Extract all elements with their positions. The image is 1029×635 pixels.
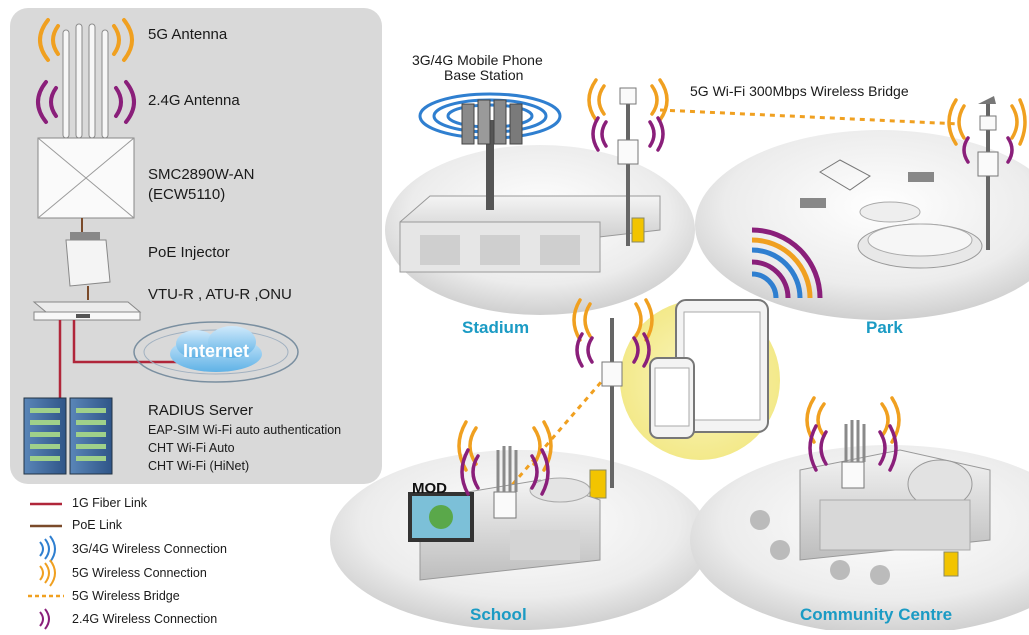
site-label-stadium: Stadium — [462, 318, 530, 337]
community-antennas-icon — [844, 420, 866, 462]
5g-antenna-label: 5G Antenna — [148, 26, 228, 43]
park-fountain-icon — [800, 159, 983, 269]
cht-wifi-hinet-label: CHT Wi-Fi (HiNet) — [148, 459, 250, 473]
vtu-router-icon — [32, 301, 142, 321]
24g-antenna-label: 2.4G Antenna — [148, 92, 240, 109]
stadium-building-icon — [399, 195, 661, 273]
school-ap-icon — [493, 491, 517, 519]
community-ap-icon — [841, 461, 865, 489]
model-code-label: (ECW5110) — [148, 186, 226, 203]
5g-antenna-waves-icon — [38, 18, 134, 62]
legend-poe-label: PoE Link — [72, 518, 123, 532]
legend-5g-label: 5G Wireless Connection — [72, 566, 207, 580]
park-wifi-waves-icon — [947, 98, 1027, 164]
site-label-school: School — [470, 605, 527, 624]
site-label-community-centre: Community Centre — [800, 605, 953, 624]
middle-pole — [610, 318, 614, 488]
radius-server-icon — [23, 397, 113, 475]
poe-injector-label: PoE Injector — [148, 244, 230, 261]
middle-ap-icon — [601, 361, 623, 387]
middle-wifi-waves-icon — [572, 298, 654, 368]
tablet-icon — [675, 299, 769, 433]
base-station-label-line1: 3G/4G Mobile Phone — [412, 52, 543, 68]
model-label: SMC2890W-AN — [148, 166, 255, 183]
site-label-park: Park — [866, 318, 903, 337]
access-point-icon — [37, 137, 135, 219]
internet-cloud-icon — [133, 321, 299, 383]
community-cabinet-icon — [943, 551, 959, 577]
poe-injector-icon — [65, 232, 111, 287]
vtu-label: VTU-R , ATU-R ,ONU — [148, 286, 292, 303]
legend-bridge-label: 5G Wireless Bridge — [72, 589, 180, 603]
legend-5g-waves-icon — [39, 559, 56, 587]
stadium-cabinet-icon — [631, 217, 645, 243]
legend-cellular-label: 3G/4G Wireless Connection — [72, 542, 227, 556]
base-station-label-line2: Base Station — [444, 67, 524, 83]
stadium-wifi-waves-icon — [587, 78, 669, 152]
mod-screen-icon — [408, 492, 474, 542]
stadium-ap-icon — [617, 139, 639, 165]
internet-label: Internet — [183, 341, 250, 361]
stadium-pole — [626, 96, 630, 246]
cht-wifi-auto-label: CHT Wi-Fi Auto — [148, 441, 235, 455]
fiber-link-line — [72, 320, 178, 364]
antenna-rods-icon — [62, 23, 109, 139]
middle-cabinet-icon — [589, 469, 607, 499]
legend-24g-waves-icon — [39, 608, 50, 630]
phone-icon — [649, 357, 695, 439]
mod-label: MOD — [412, 480, 447, 497]
eap-sim-label: EAP-SIM Wi-Fi auto authentication — [148, 423, 342, 437]
legend-fiber-label: 1G Fiber Link — [72, 496, 148, 510]
school-wifi-waves-icon — [457, 420, 553, 496]
device-wifi-waves-icon — [751, 227, 823, 299]
24g-antenna-waves-icon — [36, 80, 136, 124]
community-wifi-waves-icon — [805, 396, 901, 472]
legend-cellular-waves-icon — [39, 535, 56, 563]
legend-24g-label: 2.4G Wireless Connection — [72, 612, 218, 626]
cell-tower-icon — [461, 99, 523, 210]
wireless-bridge-line — [659, 108, 961, 126]
radius-server-label: RADIUS Server — [148, 402, 254, 419]
school-antennas-icon — [496, 446, 518, 492]
bridge-label: 5G Wi-Fi 300Mbps Wireless Bridge — [690, 83, 909, 99]
park-ap-icon — [977, 151, 999, 177]
